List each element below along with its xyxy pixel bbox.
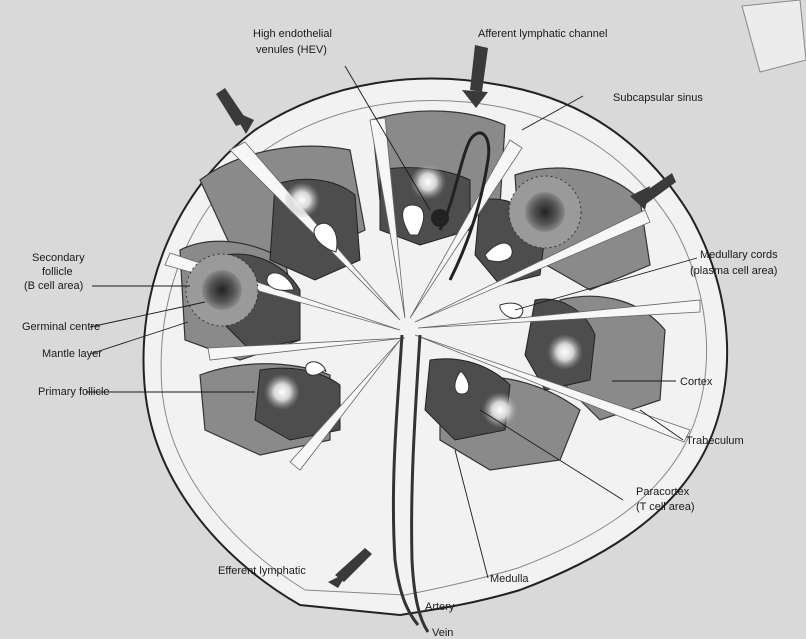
label-afferent: Afferent lymphatic channel (478, 28, 607, 40)
label-paracortex-2: (T cell area) (636, 501, 694, 513)
page-corner-mark (742, 0, 806, 72)
label-mantle: Mantle layer (42, 348, 102, 360)
label-hev-1: High endothelial (253, 28, 332, 40)
label-hev-2: venules (HEV) (256, 44, 327, 56)
label-subcapsular: Subcapsular sinus (613, 92, 703, 104)
label-medullary-1: Medullary cords (700, 249, 778, 261)
label-paracortex-1: Paracortex (636, 486, 690, 498)
secondary-follicle-right (509, 176, 581, 248)
label-efferent: Efferent lymphatic (218, 565, 306, 577)
label-germinal: Germinal centre (22, 321, 100, 333)
label-secondary-3: (B cell area) (24, 280, 83, 292)
label-medullary-2: (plasma cell area) (690, 265, 777, 277)
secondary-follicle-left (186, 254, 258, 326)
label-secondary-1: Secondary (32, 252, 85, 264)
label-cortex: Cortex (680, 376, 713, 388)
label-medulla: Medulla (490, 573, 529, 585)
label-artery: Artery (425, 601, 455, 613)
label-secondary-2: follicle (42, 266, 73, 278)
hev-node (431, 209, 449, 227)
label-primary: Primary follicle (38, 386, 110, 398)
label-trabeculum: Trabeculum (686, 435, 744, 447)
label-vein: Vein (432, 627, 453, 639)
